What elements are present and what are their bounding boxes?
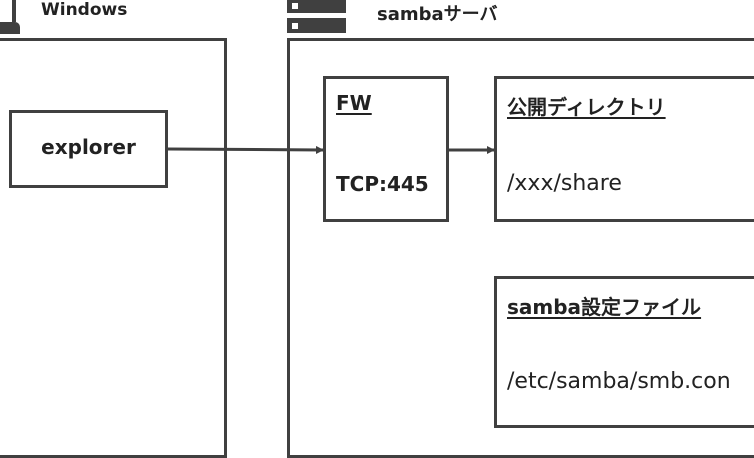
explorer-box[interactable]: explorer xyxy=(9,110,168,188)
arrow-explorer-to-fw xyxy=(167,145,324,154)
public-directory-box[interactable]: 公開ディレクトリ /xxx/share xyxy=(494,76,754,222)
fw-box[interactable]: FW TCP:445 xyxy=(323,76,449,222)
samba-config-path: /etc/samba/smb.con xyxy=(507,369,731,394)
connectors xyxy=(167,145,495,154)
public-directory-title: 公開ディレクトリ xyxy=(507,95,666,119)
explorer-label: explorer xyxy=(41,135,136,159)
windows-zone-title: Windows xyxy=(41,0,128,20)
samba-config-box[interactable]: samba設定ファイル /etc/samba/smb.con xyxy=(494,276,754,428)
fw-port: TCP:445 xyxy=(336,172,429,196)
samba-zone-title: sambaサーバ xyxy=(377,4,498,25)
public-directory-path: /xxx/share xyxy=(507,171,622,196)
samba-config-title: samba設定ファイル xyxy=(507,295,702,319)
fw-title: FW xyxy=(336,91,372,115)
